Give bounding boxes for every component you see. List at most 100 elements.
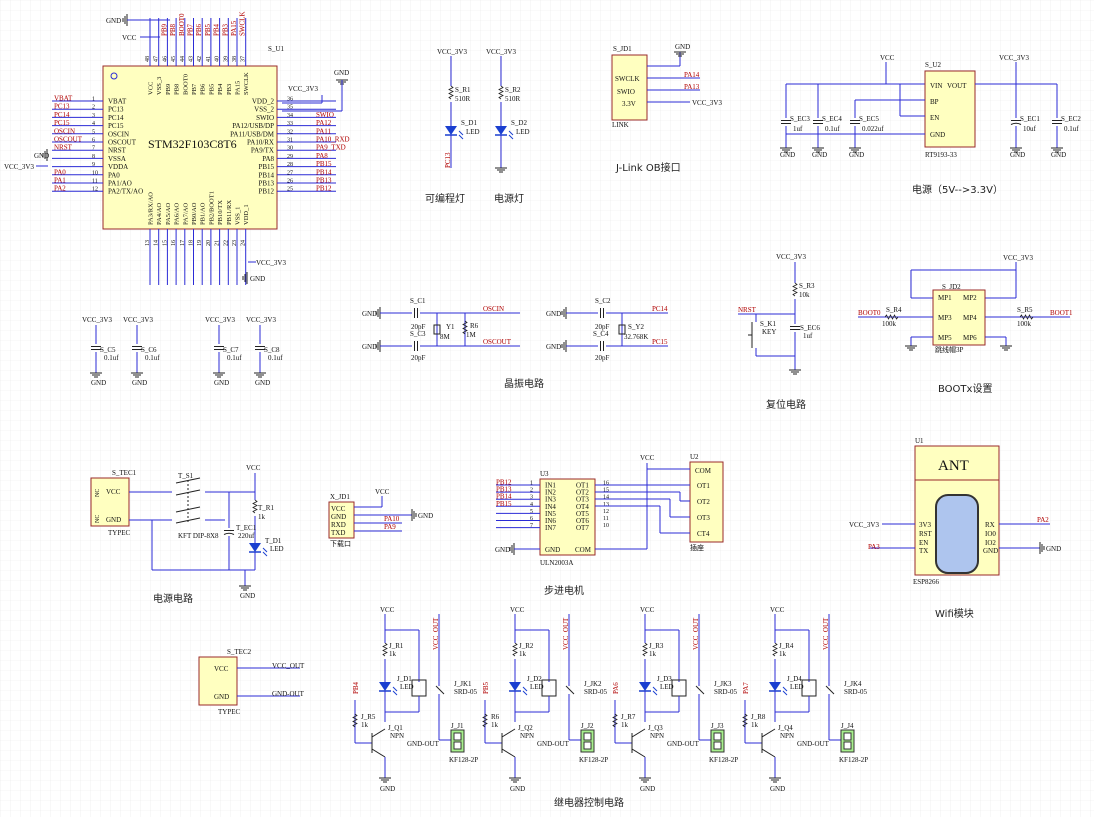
power-regulator: VCC S_U2 VIN BP EN GND VOUT RT9193-33 VC… [779,54,1081,196]
dl-net-pa9: PA9 [384,523,396,531]
download-port: X_JD1 VCC GND RXD TXD 下载口 VCC GND PA10 P… [328,488,433,548]
mcu-bottom-num-6: 19 [197,240,203,246]
tsw-part: KFT DIP-8X8 [178,532,219,540]
uln-in-4: IN5 [545,510,556,518]
jlink-net-pa14: PA14 [684,71,700,79]
reg-ref: S_U2 [925,61,941,69]
relay-k-1: J_JK2 [584,680,602,688]
dl-pin-txd: TXD [331,529,345,537]
mcu-top-num-8: 40 [215,56,221,62]
boot-ref: S_JD2 [942,283,961,291]
mcu-left-pin-4: OSCIN [108,130,129,138]
mcu-top-num-10: 38 [232,56,238,62]
xtal2-c4v: 20pF [595,354,610,362]
mcu-vcc33-left: VCC_3V3 [4,163,34,171]
uln-in-5: IN6 [545,517,556,525]
reg-pin-en: EN [930,114,939,122]
relay-rb-0: J_R5 [361,713,376,721]
mcu-block: STM32F103C8T6 S_U1 VBAT1VBATPC132PC13PC1… [4,12,350,285]
reg-gnd-1: GND [812,151,827,159]
mcu-bottom-pin-2: PA5/AO [165,203,172,225]
mcu-top-net-10: PA15 [230,20,238,36]
boot-mp1: MP1 [938,294,952,302]
led-prog-dv: LED [466,128,480,136]
mcu-bottom-pin-5: PB0/AO [191,202,198,225]
uln-in-2: IN3 [545,496,556,504]
mcu-right-pin-1: VSS_2 [254,106,274,114]
led-pwr-r: S_R2 [505,86,521,94]
td1: T_D1 [265,537,282,545]
relay-qv-1: NPN [520,732,534,740]
mcu-vcc33-right: VCC_3V3 [288,85,318,93]
mcu-top-pin-6: PB6 [200,83,207,95]
mcu-top-pin-3: PB8 [174,84,181,95]
mcu-right-num-9: 27 [287,170,293,176]
wifi-gnd: GND [1046,545,1061,553]
mcu-bottom-pin-8: PB10/TX [217,200,224,225]
dl-gnd: GND [418,512,433,520]
uln-out-6: OT7 [576,524,589,532]
reg-cap-val-3: 10uf [1023,125,1037,133]
mcu-right-num-10: 26 [287,179,293,185]
jlink-pin-2: SWIO [617,88,635,96]
relay-vccout-3: VCC_OUT [822,617,830,650]
mcu-right-num-7: 29 [287,154,293,160]
xtal-osc2: OSCOUT [483,338,512,346]
relay-channel-1: VCCJ_R11kJ_D1LEDVCC_OUTJ_JK1SRD-05PB4J_R… [352,606,478,793]
xtal2-c2v: 20pF [595,323,610,331]
u2-ot1: OT1 [697,482,710,490]
mcu-right-pin-6: PA9/TX [251,147,274,155]
rst-c: S_EC6 [800,324,820,332]
reg-cap-val-0: 1uf [793,125,803,133]
mcu-top-pin-4: BOOT0 [182,74,189,95]
mcu-right-num-3: 33 [287,121,293,127]
tec2-gnd: GND [214,693,229,701]
dl-net-pa10: PA10 [384,515,400,523]
relay-dv-0: LED [400,683,414,691]
mcu-bottom-pin-6: PB1/AO [200,202,207,225]
uln-ref: U3 [540,470,549,478]
wifi-p-en: EN [919,539,928,547]
relay-gndout-2: GND-OUT [667,740,700,748]
mcu-top-pin-9: PB3 [226,84,233,95]
mcu-right-net-3: PA12 [316,119,332,127]
mcu-bottom-num-3: 16 [171,240,177,246]
relay-kv-1: SRD-05 [584,688,607,696]
rst-vcc: VCC_3V3 [776,253,806,261]
uln-com: COM [575,546,592,554]
mcu-top-net-11: SWCLK [239,12,247,37]
uln-onum-2: 14 [603,495,609,501]
xtal-gnd-1: GND [362,310,377,318]
mcu-bottom-pin-10: VSS_1 [235,207,242,225]
wifi-ref: U1 [915,437,924,445]
relay-d-1: J_D2 [527,675,542,683]
relay-d-2: J_D3 [657,675,672,683]
relay-rv-0: 1k [389,650,397,658]
uln-in-6: IN7 [545,524,556,532]
uln-gndnet: GND [495,546,510,554]
mcu-name: STM32F103C8T6 [148,137,237,151]
relay-q-1: J_Q2 [518,724,533,732]
mcu-left-net-10: PA1 [54,177,66,185]
tec1c: T_EC1 [236,524,257,532]
jlink-label: J-Link OB接口 [615,161,681,174]
mcu-left-net-11: PA2 [54,185,66,193]
wifi-p-io0: IO0 [985,530,996,538]
led-indicators: VCC_3V3 S_R1 510R S_D1 LED PC13 可编程灯 VCC… [425,48,530,205]
boot-config: VCC_3V3 S_JD2 MP1 MP2 MP3 MP4 MP5 MP6 跳线… [858,254,1073,395]
boot-r5v: 100k [1017,320,1032,328]
rst-nrst: NRST [738,306,757,314]
tec1-nc2: NC [95,515,101,523]
tec1-vccnet: VCC [246,464,261,472]
mcu-left-net-3: PC15 [54,119,70,127]
decap-gnd-0: GND [91,379,106,387]
relay-rbv-2: 1k [621,721,629,729]
reg-cap-ref-3: S_EC1 [1020,115,1040,123]
uln-gnd: GND [545,546,560,554]
decap-val-2: 0.1uf [227,354,242,362]
reg-pin-gnd: GND [930,131,945,139]
mcu-right-net-8: PB15 [316,160,332,168]
mcu-right-pin-0: VDD_2 [252,98,275,106]
mcu-right-num-8: 28 [287,162,293,168]
